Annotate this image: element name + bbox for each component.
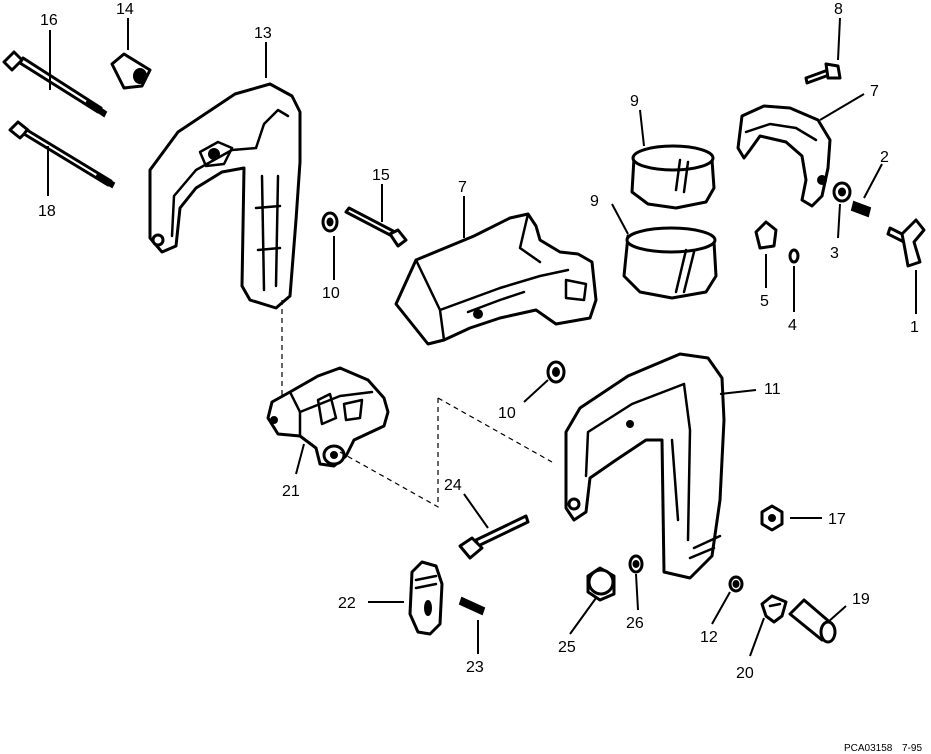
callout-10-upper: 10	[322, 285, 340, 302]
figure-code: PCA03158	[844, 743, 893, 754]
callout-10-lower: 10	[498, 405, 516, 422]
part-14-bushing	[110, 52, 152, 90]
part-7-swivel-cover	[736, 104, 832, 208]
callout-9-lower: 9	[590, 193, 599, 210]
part-15-bolt	[344, 206, 408, 248]
part-2-spring	[850, 200, 872, 218]
callout-15: 15	[372, 167, 390, 184]
callout-22: 22	[338, 595, 356, 612]
callout-20: 20	[736, 665, 754, 682]
part-3-washer	[832, 181, 852, 203]
part-10-washer-lower	[546, 360, 566, 384]
part-23-pin	[458, 596, 486, 616]
part-9-bushing-upper	[630, 144, 716, 210]
leader-lines	[47, 17, 917, 657]
part-16-long-bolt	[2, 50, 108, 118]
part-25-cap	[586, 566, 616, 602]
part-7-swivel-bracket	[394, 212, 598, 346]
callout-11: 11	[764, 381, 781, 398]
callout-26: 26	[626, 615, 644, 632]
assembly-dash-lines	[281, 300, 553, 509]
part-11-clamp-bracket	[564, 352, 726, 580]
callout-14: 14	[116, 1, 134, 18]
callout-25: 25	[558, 639, 576, 656]
part-18-long-bolt	[8, 120, 116, 189]
figure-footer: PCA03158 7-95	[844, 743, 922, 754]
callout-8: 8	[834, 1, 843, 18]
part-9-bushing-lower	[622, 226, 718, 300]
callout-4: 4	[788, 317, 797, 334]
callout-1: 1	[910, 319, 919, 336]
part-10-washer-upper	[321, 211, 339, 233]
part-8-screw	[804, 62, 842, 85]
callout-13: 13	[254, 25, 272, 42]
part-24-bolt	[458, 514, 530, 560]
part-21-mounting-bracket	[266, 366, 390, 468]
part-12-nut	[728, 575, 744, 593]
part-20-wing-nut	[760, 594, 788, 624]
callout-24: 24	[444, 477, 462, 494]
callout-5: 5	[760, 293, 769, 310]
callout-2: 2	[880, 149, 889, 166]
callout-12: 12	[700, 629, 718, 646]
part-17-nut	[760, 504, 784, 532]
figure-date: 7-95	[902, 743, 922, 754]
part-4-o-ring	[788, 248, 800, 264]
callout-17: 17	[828, 511, 846, 528]
part-13-clamp-bracket	[148, 82, 302, 310]
callout-9-upper: 9	[630, 93, 639, 110]
callout-19: 19	[852, 591, 870, 608]
callout-21: 21	[282, 483, 300, 500]
callout-23: 23	[466, 659, 484, 676]
part-1-thumb-screw	[886, 218, 926, 268]
part-22-clip	[408, 560, 444, 636]
callout-7-right: 7	[870, 83, 879, 100]
part-26-nut	[628, 554, 644, 574]
callout-3: 3	[830, 245, 839, 262]
callout-7-center: 7	[458, 179, 467, 196]
callout-16: 16	[40, 12, 58, 29]
part-5-lock-block	[754, 220, 778, 250]
callout-labels: 16 14 13 18 15 10 7 9 9 8 7 2 3 1 5 4 10…	[38, 1, 919, 682]
callout-18: 18	[38, 203, 56, 220]
